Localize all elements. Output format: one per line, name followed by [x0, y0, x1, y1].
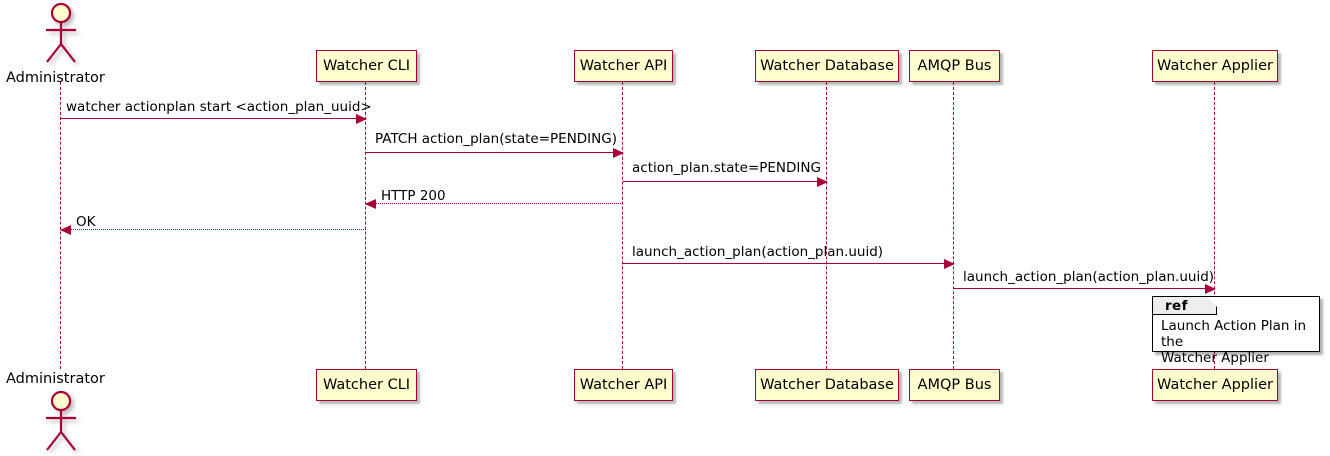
- participant-label-amqp-bus-bottom: AMQP Bus: [917, 376, 992, 393]
- lifeline-watcher-db: [826, 82, 828, 369]
- participant-label-watcher-api-bottom: Watcher API: [579, 376, 668, 393]
- participant-label-watcher-api-top: Watcher API: [579, 57, 668, 74]
- arrowhead-right-icon: [817, 176, 828, 187]
- message-label-2: PATCH action_plan(state=PENDING): [375, 131, 617, 147]
- participant-box-watcher-cli-bottom[interactable]: Watcher CLI: [316, 369, 417, 401]
- participant-label-watcher-applier-top: Watcher Applier: [1157, 57, 1273, 74]
- arrowhead-right-icon: [1205, 283, 1216, 294]
- participant-box-watcher-db-bottom[interactable]: Watcher Database: [755, 369, 899, 401]
- lifeline-watcher-cli: [365, 82, 367, 369]
- participant-box-watcher-api-top[interactable]: Watcher API: [574, 50, 673, 82]
- actor-figure-administrator-top: [40, 2, 82, 64]
- lifeline-amqp-bus: [953, 82, 955, 369]
- message-label-5: OK: [76, 214, 96, 230]
- participant-label-watcher-cli-top: Watcher CLI: [322, 57, 411, 74]
- ref-fragment-body: Launch Action Plan in the Watcher Applie…: [1161, 318, 1307, 366]
- message-arrow-2: [366, 147, 624, 158]
- participant-label-watcher-db-bottom: Watcher Database: [760, 376, 894, 393]
- participant-box-amqp-bus-top[interactable]: AMQP Bus: [909, 50, 1000, 82]
- participant-label-watcher-applier-bottom: Watcher Applier: [1157, 376, 1273, 393]
- message-arrow-1: [61, 113, 367, 124]
- message-label-3: action_plan.state=PENDING: [632, 160, 821, 176]
- message-label-1: watcher actionplan start <action_plan_uu…: [66, 99, 372, 115]
- participant-box-watcher-cli-top[interactable]: Watcher CLI: [316, 50, 417, 82]
- participant-box-watcher-db-top[interactable]: Watcher Database: [755, 50, 899, 82]
- arrowhead-right-icon: [356, 113, 367, 124]
- participant-box-amqp-bus-bottom[interactable]: AMQP Bus: [909, 369, 1000, 401]
- actor-figure-administrator-bottom: [40, 390, 82, 452]
- arrowhead-right-icon: [944, 258, 955, 269]
- lifeline-watcher-api: [622, 82, 624, 369]
- arrowhead-right-icon: [613, 147, 624, 158]
- lifeline-watcher-applier: [1214, 82, 1216, 369]
- participant-box-watcher-applier-top[interactable]: Watcher Applier: [1152, 50, 1278, 82]
- participant-box-watcher-api-bottom[interactable]: Watcher API: [574, 369, 673, 401]
- message-arrow-3: [623, 176, 828, 187]
- participant-box-watcher-applier-bottom[interactable]: Watcher Applier: [1152, 369, 1278, 401]
- arrowhead-left-icon: [365, 198, 376, 209]
- message-label-4: HTTP 200: [381, 188, 446, 204]
- participant-label-watcher-cli-bottom: Watcher CLI: [322, 376, 411, 393]
- message-label-7: launch_action_plan(action_plan.uuid): [963, 269, 1215, 285]
- arrowhead-left-icon: [60, 224, 71, 235]
- message-arrow-7: [954, 283, 1216, 294]
- message-arrow-4: [365, 198, 623, 209]
- participant-label-amqp-bus-top: AMQP Bus: [917, 57, 992, 74]
- participant-label-watcher-db-top: Watcher Database: [760, 57, 894, 74]
- message-label-6: launch_action_plan(action_plan.uuid): [632, 244, 884, 260]
- ref-fragment-tab: ref: [1153, 297, 1217, 315]
- participant-label-administrator-bottom: Administrator: [6, 371, 105, 387]
- participant-label-administrator-top: Administrator: [6, 70, 105, 86]
- message-arrow-5: [60, 224, 366, 235]
- message-arrow-6: [623, 258, 955, 269]
